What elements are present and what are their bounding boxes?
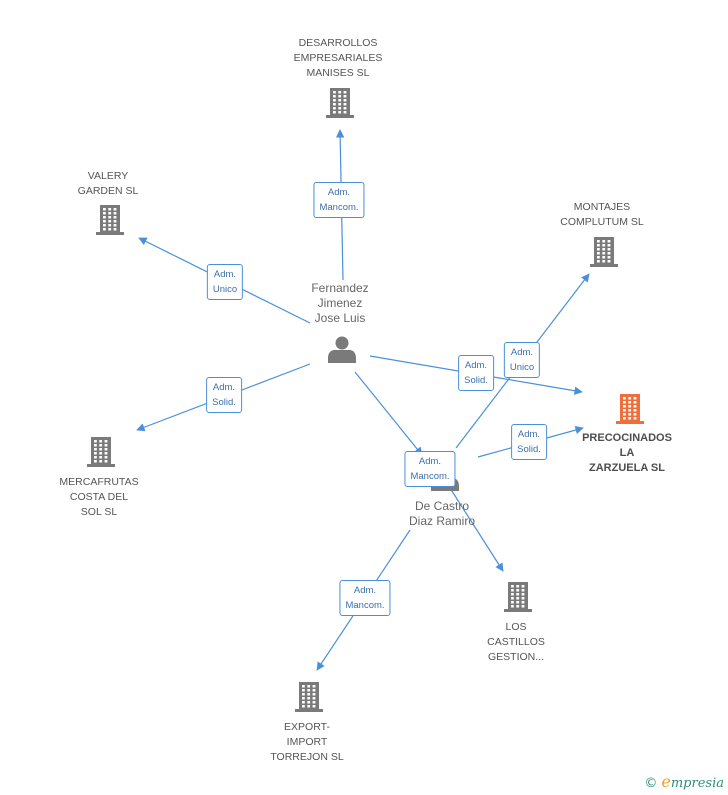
relation-label-line: Adm. [213, 269, 237, 280]
company-name-line: GESTION... [487, 651, 544, 663]
empresia-brand: ©empresia [644, 772, 724, 791]
company-name-line: MANISES SL [306, 67, 370, 79]
edge-p1-p2 [354, 371, 423, 456]
company-name-line: LOS [505, 621, 527, 633]
person-name-line: Jimenez [317, 296, 363, 310]
relation-label[interactable]: Adm. Unico [503, 342, 541, 378]
company-name-line: DESARROLLOS [298, 37, 378, 49]
company-name-line: MONTAJES [573, 201, 631, 213]
company-name: MONTAJES COMPLUTUM SL [560, 200, 643, 230]
company-name-line: CASTILLOS [487, 636, 545, 648]
relation-label[interactable]: Adm. Solid. [458, 355, 494, 391]
company-name-line: COMPLUTUM SL [560, 216, 644, 228]
relation-label-line: Mancom. [345, 600, 385, 611]
relation-label-line: Adm. [418, 456, 442, 467]
company-name-line: EMPRESARIALES [293, 52, 383, 64]
relation-label-line: Adm. [353, 585, 377, 596]
focus-company-name: PRECOCINADOS LA ZARZUELA SL [582, 431, 672, 476]
company-name-line: TORREJON SL [270, 751, 344, 763]
company-name-line: SOL SL [80, 506, 118, 518]
brand-initial: e [661, 772, 671, 791]
person-name-line: Jose Luis [314, 311, 366, 325]
relation-label[interactable]: Adm. Unico [206, 264, 244, 300]
company-name-line: IMPORT [286, 736, 328, 748]
relation-label[interactable]: Adm. Mancom. [339, 580, 391, 616]
building-icon [590, 237, 618, 267]
person-name-line: De Castro [414, 499, 470, 513]
company-name-line: MERCAFRUTAS [59, 476, 139, 488]
relation-label-line: Unico [509, 362, 535, 373]
focus-building-icon [616, 394, 644, 424]
company-name-line: GARDEN SL [77, 185, 139, 197]
company-name: VALERY GARDEN SL [78, 169, 139, 199]
company-name-line: EXPORT- [284, 721, 330, 733]
copyright-symbol: © [644, 776, 658, 791]
relation-label-line: Solid. [212, 397, 236, 408]
relation-label-line: Unico [212, 284, 238, 295]
focus-company-name-line: LA [619, 447, 635, 459]
relation-label-line: Adm. [464, 360, 488, 371]
company-name-line: COSTA DEL [69, 491, 129, 503]
relation-label-line: Adm. [510, 347, 534, 358]
icons-layer [87, 88, 644, 712]
relation-label-line: Mancom. [410, 471, 450, 482]
focus-company-name-line: PRECOCINADOS [582, 432, 672, 444]
focus-company-name-line: ZARZUELA SL [589, 462, 665, 474]
relation-label-line: Solid. [517, 444, 541, 455]
building-icon [326, 88, 354, 118]
person-name-line: Diaz Ramiro [408, 514, 476, 528]
company-name: MERCAFRUTAS COSTA DEL SOL SL [59, 475, 138, 520]
edge-p2-c6 [449, 487, 504, 572]
company-name: DESARROLLOS EMPRESARIALES MANISES SL [294, 36, 383, 81]
building-icon [87, 437, 115, 467]
person-name-line: Fernandez [311, 281, 369, 295]
relation-label-line: Mancom. [319, 202, 359, 213]
building-icon [504, 582, 532, 612]
building-icon [295, 682, 323, 712]
relation-label-line: Solid. [464, 375, 488, 386]
relation-label[interactable]: Adm. Solid. [206, 377, 242, 413]
relation-label[interactable]: Adm. Mancom. [404, 451, 456, 487]
building-icon [96, 205, 124, 235]
relation-label-line: Adm. [327, 187, 351, 198]
relation-label[interactable]: Adm. Solid. [511, 424, 547, 460]
relation-label-line: Adm. [517, 429, 541, 440]
relation-label[interactable]: Adm. Mancom. [313, 182, 365, 218]
person-icon [328, 336, 356, 363]
company-name-line: VALERY [87, 170, 129, 182]
relation-label-line: Adm. [212, 382, 236, 393]
company-name: EXPORT- IMPORT TORREJON SL [270, 720, 343, 765]
company-name: LOS CASTILLOS GESTION... [487, 620, 545, 665]
brand-name: mpresia [670, 776, 724, 791]
